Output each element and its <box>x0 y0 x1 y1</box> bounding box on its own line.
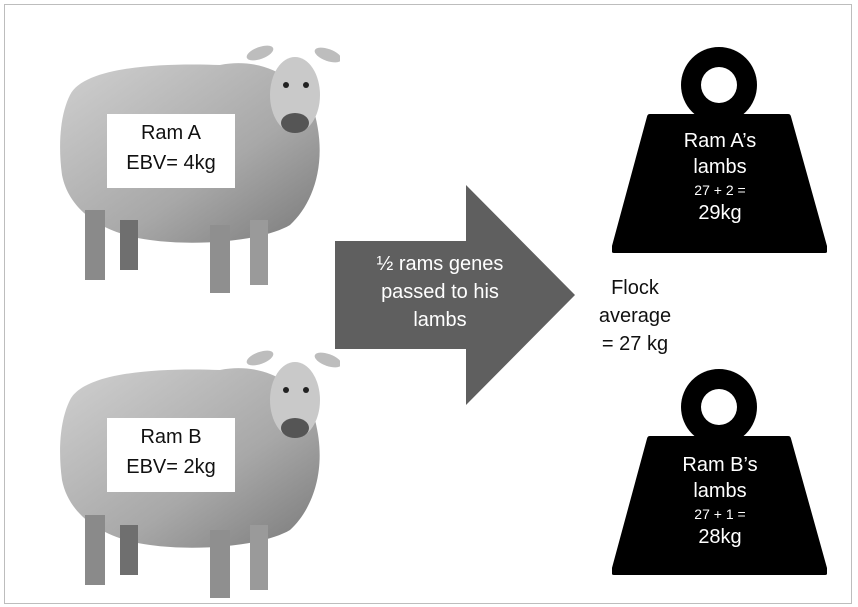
flock-line3: = 27 kg <box>601 333 669 355</box>
arrow-caption-line1: ½ rams genes <box>376 253 504 275</box>
arrow-caption: ½ rams genes passed to his lambs <box>340 250 540 334</box>
ram-b-label: Ram B EBV= 2kg <box>107 418 235 492</box>
weight-a-line1: Ram A’s <box>683 130 757 152</box>
weight-a-text: Ram A’s lambs 27 + 2 = 29kg <box>630 128 810 226</box>
weight-b-result: 28kg <box>698 526 742 548</box>
weight-a-result: 29kg <box>698 202 742 224</box>
ram-a-label: Ram A EBV= 4kg <box>107 114 235 188</box>
weight-b-line1: Ram B’s <box>682 454 758 476</box>
flock-average-text: Flock average = 27 kg <box>575 274 695 358</box>
weight-b-line2: lambs <box>693 480 747 502</box>
weight-b-text: Ram B’s lambs 27 + 1 = 28kg <box>630 452 810 550</box>
flock-line1: Flock <box>611 277 659 299</box>
arrow-right-icon <box>335 185 575 405</box>
weight-a-line2: lambs <box>693 156 747 178</box>
weight-a-equation: 27 + 2 = <box>694 182 746 198</box>
arrow-caption-line3: lambs <box>413 309 467 331</box>
weight-a-icon <box>612 47 827 253</box>
ram-b-ebv: EBV= 2kg <box>126 456 216 478</box>
arrow-caption-line2: passed to his <box>381 281 499 303</box>
weight-b-icon <box>612 369 827 575</box>
weight-b-equation: 27 + 1 = <box>694 506 746 522</box>
ram-b-name: Ram B <box>140 426 202 448</box>
ram-a-ebv: EBV= 4kg <box>126 152 216 174</box>
flock-line2: average <box>598 305 672 327</box>
ram-a-name: Ram A <box>140 122 202 144</box>
